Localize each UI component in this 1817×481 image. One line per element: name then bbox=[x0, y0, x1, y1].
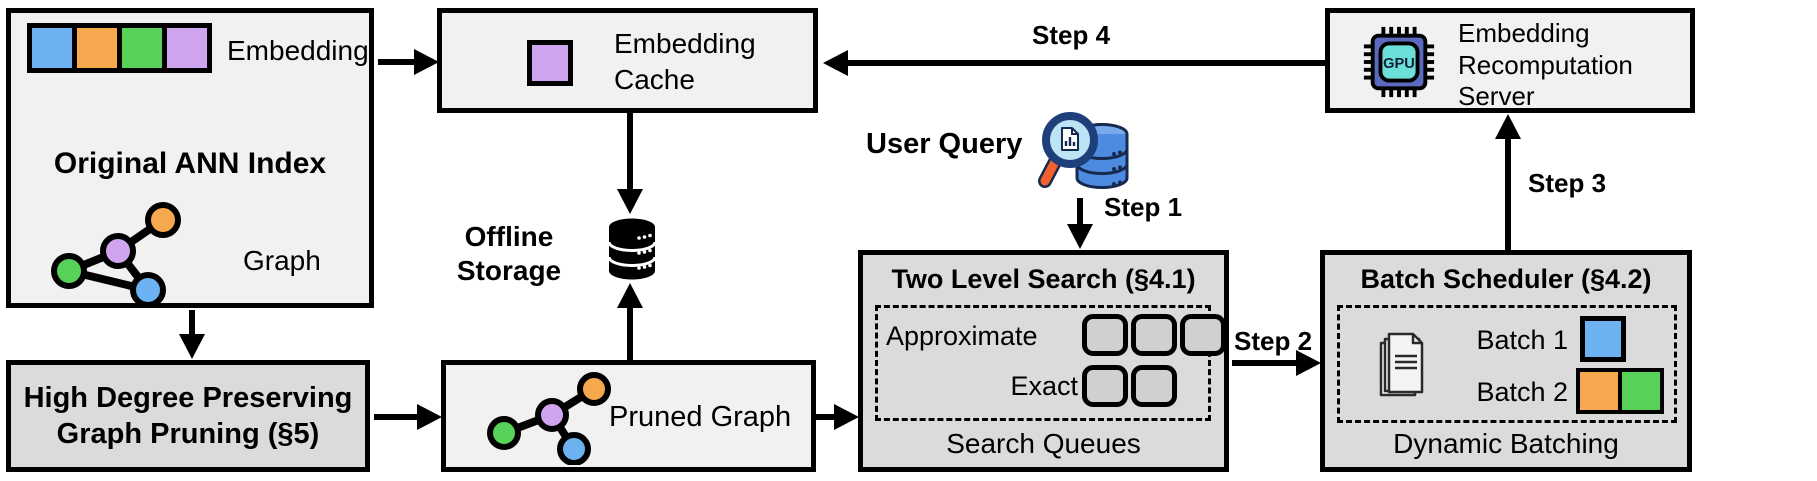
arrow-pruned-to-storage bbox=[627, 305, 633, 360]
approximate-queue-slots bbox=[1082, 314, 1226, 356]
approximate-label: Approximate bbox=[886, 321, 1038, 351]
batch2-square-orange bbox=[1580, 372, 1618, 410]
queue-slot bbox=[1082, 365, 1128, 407]
queue-slot bbox=[1131, 365, 1177, 407]
ann-index-title: Original ANN Index bbox=[53, 147, 327, 180]
queue-slot bbox=[1082, 314, 1128, 356]
step4-label: Step 4 bbox=[1032, 20, 1111, 50]
arrow-pruned-to-storage-head bbox=[617, 283, 643, 308]
batch2-squares bbox=[1576, 368, 1664, 414]
arrow-step3 bbox=[1505, 138, 1511, 250]
search-queues-panel: Approximate Exact bbox=[875, 305, 1226, 421]
arrow-pruned-to-search-head bbox=[834, 404, 859, 430]
search-queues-footer: Search Queues bbox=[946, 428, 1141, 459]
user-query-label: User Query bbox=[866, 128, 1023, 160]
exact-queue-slots bbox=[1082, 365, 1177, 407]
embedding-cache-label: Embedding Cache bbox=[614, 28, 756, 96]
arrow-step3-head bbox=[1495, 114, 1521, 139]
arrow-pruned-to-search bbox=[816, 414, 838, 420]
gpu-chip-label: GPU bbox=[1383, 56, 1415, 72]
arrow-ann-to-pruning bbox=[189, 310, 195, 338]
user-query-icon bbox=[1038, 112, 1129, 189]
arrow-cache-to-storage bbox=[627, 113, 633, 191]
batch-scheduler-box: Batch Scheduler (§4.2) Batch 1 Batch 2 bbox=[1320, 250, 1692, 472]
two-level-search-box: Two Level Search (§4.1) Approximate Exac… bbox=[858, 250, 1229, 472]
offline-storage-database-icon bbox=[607, 218, 657, 280]
arrow-ann-to-cache bbox=[378, 59, 418, 65]
embedding-cache-box: Embedding Cache bbox=[437, 8, 818, 113]
pruned-graph-label: Pruned Graph bbox=[609, 401, 792, 433]
queue-slot bbox=[1180, 314, 1226, 356]
embedding-square-green bbox=[122, 28, 162, 68]
batch2-label: Batch 2 bbox=[1476, 377, 1568, 407]
embedding-square-purple bbox=[167, 28, 207, 68]
two-level-search-title: Two Level Search (§4.1) bbox=[891, 264, 1196, 294]
cached-embedding-square bbox=[527, 40, 573, 86]
arrow-step1-head bbox=[1067, 224, 1093, 249]
arrow-cache-to-storage-head bbox=[617, 189, 643, 214]
arrow-pruning-to-pruned bbox=[374, 414, 419, 420]
query-documents-icon bbox=[1379, 332, 1424, 397]
embedding-vector-icon bbox=[27, 23, 212, 73]
embedding-square-blue bbox=[32, 28, 72, 68]
batch2-square-green bbox=[1622, 372, 1660, 410]
step1-label: Step 1 bbox=[1104, 192, 1183, 222]
batch1-label: Batch 1 bbox=[1476, 325, 1568, 355]
arrow-step4 bbox=[846, 60, 1325, 66]
queue-slot bbox=[1131, 314, 1177, 356]
dynamic-batching-panel: Batch 1 Batch 2 bbox=[1337, 305, 1677, 423]
batch1-square-blue bbox=[1580, 316, 1626, 362]
embedding-square-orange bbox=[77, 28, 117, 68]
recomputation-server-box: GPU Embedding Recomputation Server bbox=[1325, 8, 1695, 113]
exact-label: Exact bbox=[1010, 371, 1078, 401]
recomputation-server-label: Embedding Recomputation Server bbox=[1458, 18, 1633, 112]
ann-graph-icon bbox=[51, 202, 181, 308]
graph-label: Graph bbox=[243, 245, 321, 276]
graph-pruning-title-line1: High Degree Preserving bbox=[23, 381, 353, 414]
arrow-step2 bbox=[1232, 360, 1300, 366]
arrow-ann-to-pruning-head bbox=[179, 334, 205, 359]
step3-label: Step 3 bbox=[1528, 168, 1607, 198]
arrow-ann-to-cache-head bbox=[414, 49, 439, 75]
batch-scheduler-title: Batch Scheduler (§4.2) bbox=[1360, 264, 1652, 294]
embedding-label: Embedding bbox=[227, 35, 369, 66]
pruned-graph-box: Pruned Graph bbox=[441, 360, 816, 472]
step2-label: Step 2 bbox=[1234, 326, 1313, 356]
pruned-graph-icon bbox=[487, 372, 611, 465]
original-ann-index-box: Embedding Original ANN Index Graph bbox=[6, 8, 374, 308]
gpu-chip-icon: GPU bbox=[1363, 26, 1435, 98]
offline-storage-label: Offline Storage bbox=[456, 221, 562, 286]
arrow-step4-head bbox=[823, 50, 848, 76]
arrow-step2-head bbox=[1296, 350, 1321, 376]
arrow-pruning-to-pruned-head bbox=[417, 404, 442, 430]
arrow-step1 bbox=[1077, 198, 1083, 226]
dynamic-batching-footer: Dynamic Batching bbox=[1393, 428, 1619, 459]
graph-pruning-box: High Degree Preserving Graph Pruning (§5… bbox=[6, 360, 370, 472]
graph-pruning-title-line2: Graph Pruning (§5) bbox=[56, 418, 320, 450]
